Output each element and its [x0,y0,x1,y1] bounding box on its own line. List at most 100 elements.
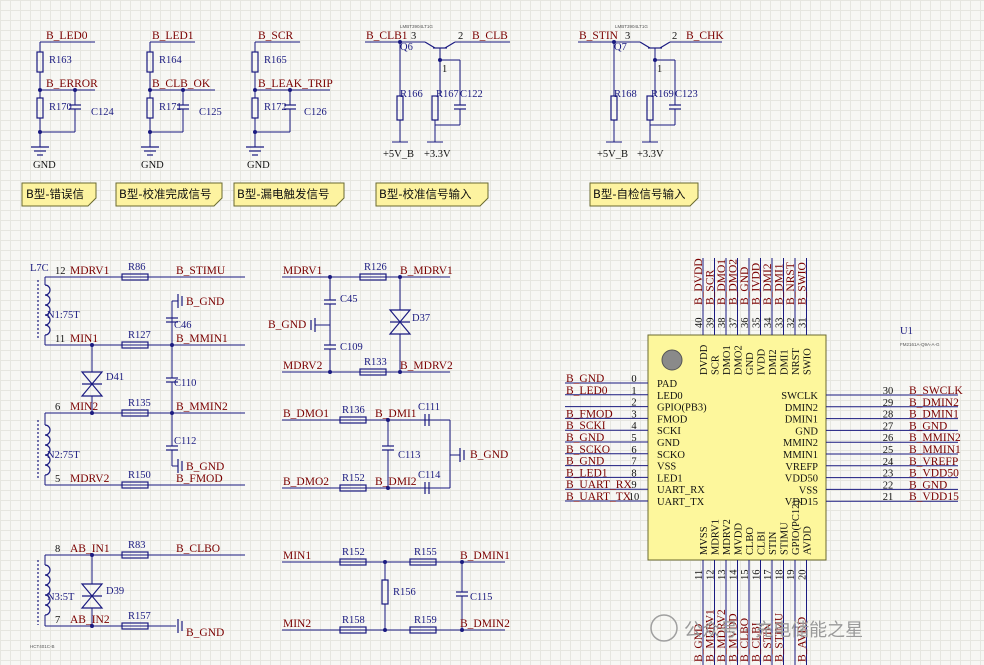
pin-name: VSS [657,462,676,473]
svg-text:D39: D39 [106,586,124,597]
net-label: B_IVDD [751,263,763,305]
net-label: B_LED1 [566,467,608,479]
net-b-error: B_ERROR [46,78,98,90]
svg-text:D41: D41 [106,372,124,383]
pin-name: DMO2 [734,345,745,375]
q7-part: LMBT3904LT1G [615,24,648,29]
svg-text:C113: C113 [398,450,420,461]
pin-name: DVDD [699,344,710,375]
gnd-label-3: GND [247,160,270,171]
ref-r165: R165 [264,55,287,66]
net-label: B_GND [693,624,705,662]
svg-text:MDRV2: MDRV2 [70,473,110,485]
svg-text:12: 12 [55,266,66,277]
pin-number: 5 [631,433,636,444]
net-label: B_DMI2 [762,263,774,305]
svg-text:2: 2 [458,31,463,42]
svg-text:B_MDRV2: B_MDRV2 [400,360,453,372]
transformer-part: HCT401C-B [30,644,55,649]
pin-name: SWCLK [781,391,818,402]
svg-text:B_DMO1: B_DMO1 [283,408,329,420]
pin-number: 20 [798,570,809,581]
pin-name: UART_RX [657,485,705,496]
ref-r163: R163 [49,55,72,66]
ref-r167: R167 [436,89,459,100]
net-label: B_NRST [785,262,797,305]
pin-number: 27 [883,421,894,432]
svg-text:3: 3 [411,31,416,42]
net-label: B_STIMU [774,612,786,662]
pin-number: 14 [729,569,740,580]
ref-r172: R172 [264,102,287,113]
svg-text:B_STIMU: B_STIMU [176,265,226,277]
net-b-led0: B_LED0 [46,30,88,42]
pin-number: 24 [883,457,894,468]
net-b-stin: B_STIN [579,30,619,42]
pin-name: VDD15 [785,497,818,508]
svg-text:MIN2: MIN2 [283,618,311,630]
pin-name: CLBI [757,531,768,555]
pin-number: 23 [883,469,894,480]
group-leak-trip: B_SCR R165 B_LEAK_TRIP R172 C126 GND [246,30,333,171]
pin-name: LED0 [657,391,683,402]
net-label: B_LED0 [566,385,608,397]
pin-number: 6 [631,445,636,456]
svg-text:3: 3 [625,31,630,42]
supply-3v3-2: +3.3V [637,149,664,160]
pin-name: PAD [657,379,677,390]
pin-number: 12 [706,570,717,581]
net-label: B_VREFP [909,456,958,468]
pin-number: 28 [883,410,894,421]
ic-part: FM2161A-Q9A-A-G [900,342,940,347]
svg-text:1: 1 [657,64,662,75]
net-label: B_GND [909,420,947,432]
svg-text:MIN2: MIN2 [70,401,98,413]
pin-name: DMI1 [780,349,791,375]
net-b-clb-ok: B_CLB_OK [152,78,211,90]
svg-text:R152: R152 [342,547,365,558]
pin-number: 37 [729,318,740,329]
pin-name: MVSS [699,526,710,555]
pin-name: SCR [711,355,722,375]
net-label: B_GND [739,267,751,305]
pin-number: 22 [883,480,894,491]
ref-r171: R171 [159,102,182,113]
svg-text:B_DMI2: B_DMI2 [375,476,417,488]
svg-text:2: 2 [672,31,677,42]
pin-number: 17 [763,570,774,581]
svg-text:AB_IN1: AB_IN1 [70,543,110,555]
svg-text:B_MMIN1: B_MMIN1 [176,333,228,345]
pin-number: 4 [631,421,637,432]
pin-name: FMOD [657,414,688,425]
ref-q6: Q6 [400,42,413,53]
pin-name: VDD50 [785,474,818,485]
svg-text:MIN1: MIN1 [70,333,98,345]
svg-text:R136: R136 [342,405,365,416]
svg-text:B_GND: B_GND [470,449,508,461]
pin-number: 31 [798,318,809,329]
pin-number: 8 [631,468,636,479]
pin-number: 19 [786,570,797,581]
pin-number: 9 [631,480,636,491]
svg-text:R133: R133 [364,357,387,368]
pin-number: 0 [631,374,636,385]
pin-name: SCKO [657,450,685,461]
note-clb-input: B型-校准信号输入 [379,187,472,201]
pin-name: MMIN2 [783,438,818,449]
winding-n2: N2:75T [47,450,80,461]
note-box-stin-input: B型-自检信号输入 [589,182,699,207]
